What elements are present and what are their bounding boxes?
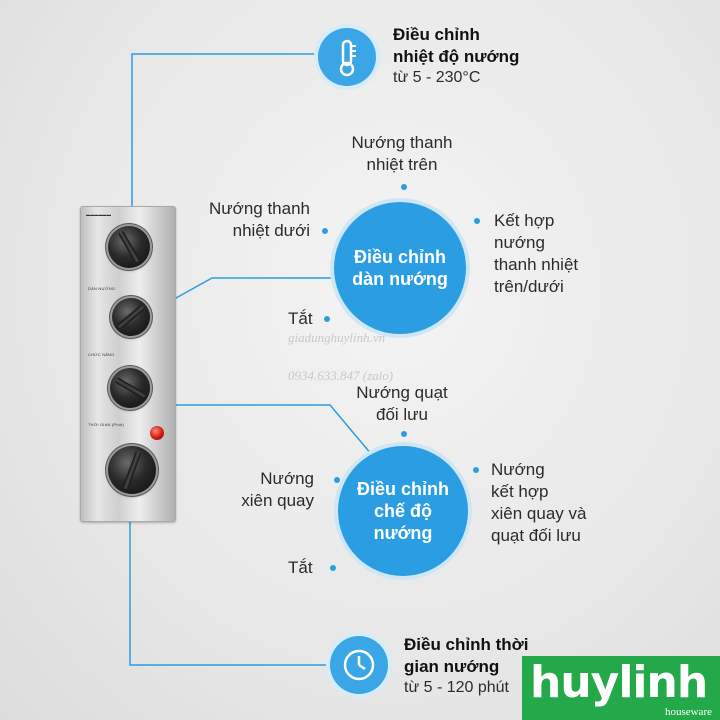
mode-top-option: Nướng quạt đối lưu [356,383,448,424]
panel-label-temperature: ▬▬▬▬▬▬ [86,212,112,217]
function-knob[interactable] [110,368,150,408]
mode-control-circle: Điều chỉnh chế độ nướng [338,446,468,576]
panel-label-function: CHỨC NĂNG [88,352,115,357]
rack-left-option: Nướng thanh nhiệt dưới [209,199,310,240]
temperature-title: Điều chỉnh nhiệt độ nướng [393,25,520,66]
temperature-range: từ 5 - 230°C [393,69,481,86]
panel-label-timer: THỜI GIAN (Phút) [88,422,124,427]
rack-off-dot [324,316,330,322]
rack-top-dot [401,184,407,190]
rack-off-option: Tắt [288,309,313,328]
panel-label-rack: DÀN NƯỚNG [88,286,116,291]
mode-off-option: Tắt [288,558,313,577]
mode-left-dot [334,477,340,483]
clock-icon [330,636,388,694]
rack-top-option: Nướng thanh nhiệt trên [351,133,453,174]
watermark-site: giadunghuylinh.vn [288,330,386,345]
rack-control-circle: Điều chỉnh dàn nướng [334,202,466,334]
rack-left-dot [322,228,328,234]
rack-center-label: Điều chỉnh dàn nướng [352,247,448,289]
brand-tagline: houseware [664,706,712,718]
indicator-lamp [150,426,164,440]
timer-title: Điều chỉnh thời gian nướng [404,635,529,676]
rack-right-dot [474,218,480,224]
timer-range: từ 5 - 120 phút [404,679,509,696]
temperature-knob[interactable] [108,226,150,268]
watermark-phone: 0934.633.847 (zalo) [288,368,394,383]
rack-right-option: Kết hợp nướng thanh nhiệt trên/dưới [494,211,579,296]
brand-name: huylinh [530,657,708,708]
mode-center-label: Điều chỉnh chế độ nướng [356,479,449,543]
mode-right-option: Nướng kết hợp xiên quay và quạt đối lưu [491,460,587,545]
mode-off-dot [330,565,336,571]
timer-knob[interactable] [108,446,156,494]
mode-top-dot [401,431,407,437]
mode-right-dot [473,467,479,473]
brand-logo: huylinh houseware [522,656,720,720]
rack-knob[interactable] [112,298,150,336]
mode-left-option: Nướng xiên quay [241,469,314,510]
thermometer-icon [318,28,376,86]
